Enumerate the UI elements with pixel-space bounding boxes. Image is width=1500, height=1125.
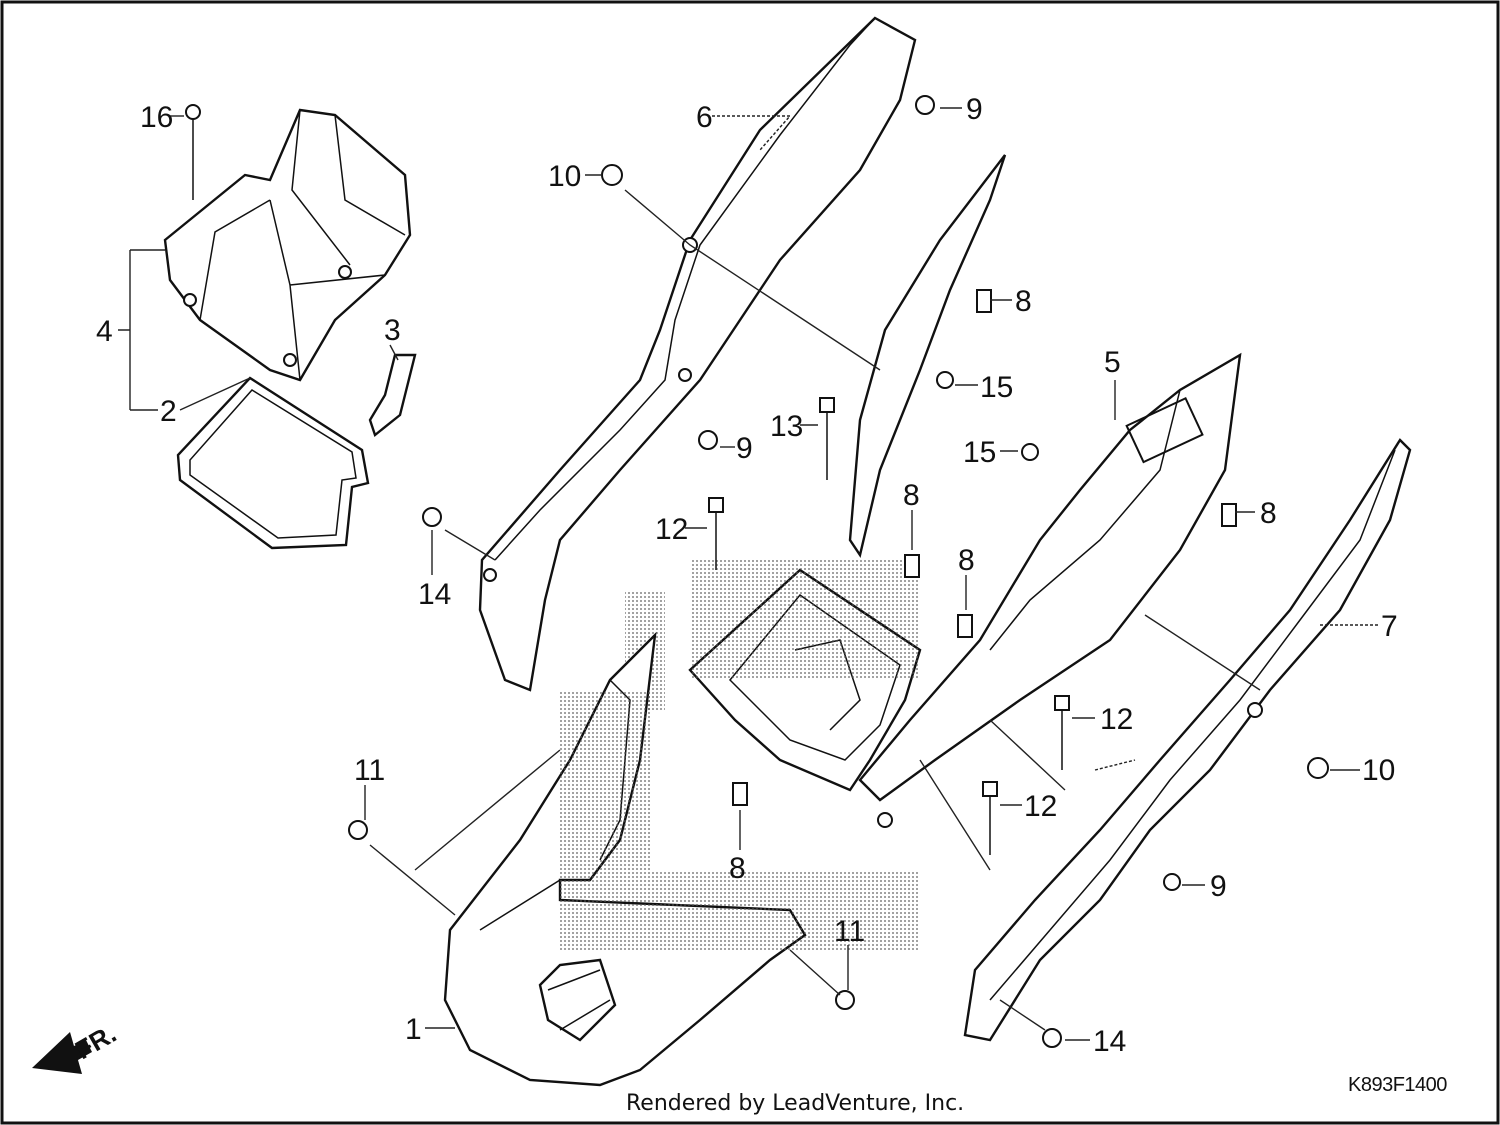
callout-6: 6: [696, 101, 713, 134]
callout-14-left: 14: [418, 578, 451, 611]
callout-13: 13: [770, 410, 803, 443]
leader-lines: [118, 107, 1380, 1041]
callout-1: 1: [405, 1013, 422, 1046]
callout-7: 7: [1381, 610, 1398, 643]
callout-15-upper: 15: [980, 371, 1013, 404]
callout-9-mid: 9: [736, 432, 753, 465]
callout-2: 2: [160, 395, 177, 428]
part-2-seal: [176, 376, 370, 550]
footer-credit: Rendered by LeadVenture, Inc.: [626, 1091, 965, 1116]
callout-12-left: 12: [655, 513, 688, 546]
callout-4: 4: [96, 315, 113, 348]
callout-labels: 16 4 2 3 6 10 9 8 15 5 9 13 15 8 12 8 8 …: [96, 93, 1398, 1058]
part-5-side-cover-right: [848, 154, 1242, 828]
callout-5: 5: [1104, 346, 1121, 379]
callout-8-upper: 8: [1015, 285, 1032, 318]
diagram-code: K893F1400: [1348, 1074, 1447, 1096]
callout-8-box: 8: [958, 544, 975, 577]
callout-3: 3: [384, 314, 401, 347]
callout-9-right: 9: [1210, 870, 1227, 903]
callout-15-mid: 15: [963, 436, 996, 469]
part-1-under-cover: [443, 631, 920, 1087]
luggage-tray: [688, 560, 922, 792]
callout-16: 16: [140, 101, 173, 134]
callout-11-lower: 11: [834, 915, 865, 948]
callout-12-right: 12: [1100, 703, 1133, 736]
callout-9-top: 9: [966, 93, 983, 126]
callout-8-center: 8: [903, 479, 920, 512]
callout-12-lower: 12: [1024, 790, 1057, 823]
callout-8-right: 8: [1260, 497, 1277, 530]
part-3-clip: [368, 353, 417, 438]
fasteners: [185, 95, 1329, 1048]
callout-14-right: 14: [1093, 1025, 1126, 1058]
part-7-side-rail: [963, 438, 1412, 1042]
front-direction-marker: FR.: [32, 1018, 121, 1074]
part-4-inner-box: [163, 108, 412, 382]
callout-11-left: 11: [354, 754, 385, 787]
callout-10-top: 10: [548, 160, 581, 193]
callout-8-lower: 8: [729, 852, 746, 885]
callout-10-right: 10: [1362, 754, 1395, 787]
